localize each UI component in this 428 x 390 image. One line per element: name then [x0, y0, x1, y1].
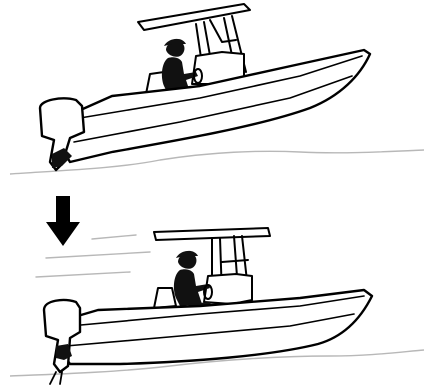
motion-lines: [36, 235, 150, 277]
seat-bottom: [154, 288, 176, 308]
motion-line: [92, 235, 136, 239]
boat-top: [40, 4, 370, 170]
panel-top: [10, 4, 424, 174]
trim-down-arrow-icon: [46, 196, 80, 246]
motion-line: [46, 252, 150, 258]
panel-bottom: [10, 196, 424, 384]
motion-line: [36, 272, 130, 277]
boat-bottom: [44, 228, 372, 384]
